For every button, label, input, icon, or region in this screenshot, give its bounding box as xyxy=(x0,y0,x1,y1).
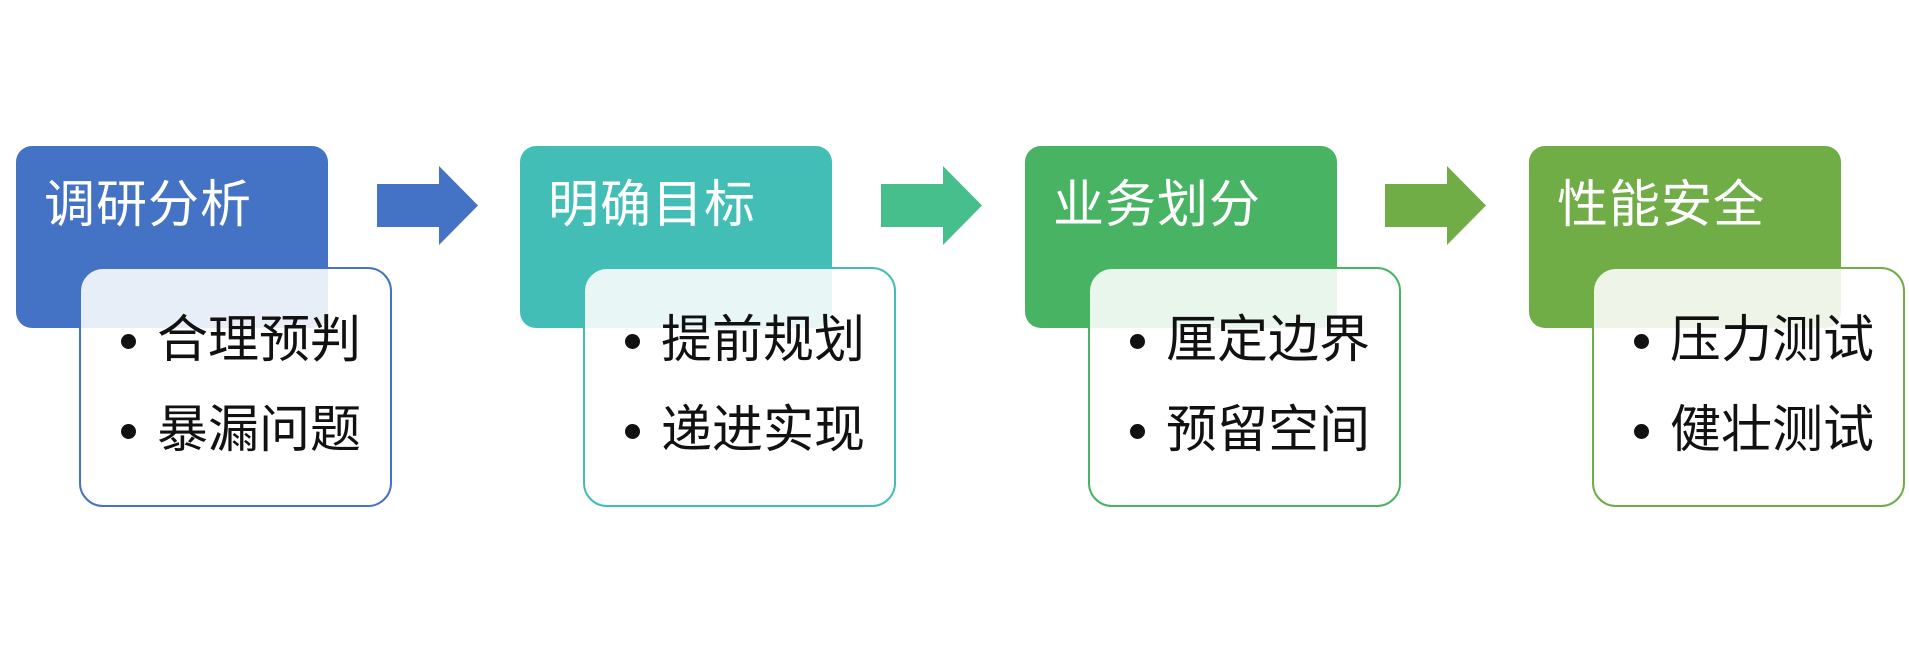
stage-detail-list: 提前规划 递进实现 xyxy=(625,309,865,489)
stage-detail-text: 暴漏问题 xyxy=(157,401,362,460)
stage-detail-box: 压力测试 健壮测试 xyxy=(1592,267,1905,507)
right-arrow-icon xyxy=(881,166,982,245)
stage-detail-item: 压力测试 xyxy=(1634,309,1874,399)
stage-detail-text: 压力测试 xyxy=(1670,311,1875,370)
stage-performance-security: 性能安全 压力测试 健壮测试 xyxy=(1529,146,1909,511)
stage-detail-item: 暴漏问题 xyxy=(121,399,361,489)
stage-detail-item: 健壮测试 xyxy=(1634,399,1874,489)
stage-detail-item: 厘定边界 xyxy=(1130,309,1370,399)
bullet-icon xyxy=(625,334,640,349)
stage-research: 调研分析 合理预判 暴漏问题 xyxy=(16,146,736,511)
stage-detail-list: 合理预判 暴漏问题 xyxy=(121,309,361,489)
stage-detail-text: 厘定边界 xyxy=(1166,311,1371,370)
bullet-icon xyxy=(1130,334,1145,349)
stage-detail-item: 预留空间 xyxy=(1130,399,1370,489)
right-arrow-icon xyxy=(377,166,478,245)
stage-detail-list: 厘定边界 预留空间 xyxy=(1130,309,1370,489)
stage-detail-text: 提前规划 xyxy=(661,311,866,370)
bullet-icon xyxy=(625,424,640,439)
right-arrow-icon xyxy=(1385,166,1486,245)
bullet-icon xyxy=(1634,334,1649,349)
stage-detail-text: 健壮测试 xyxy=(1670,401,1875,460)
bullet-icon xyxy=(1130,424,1145,439)
stage-detail-box: 合理预判 暴漏问题 xyxy=(79,267,392,507)
stage-detail-item: 提前规划 xyxy=(625,309,865,399)
stage-detail-item: 递进实现 xyxy=(625,399,865,489)
stage-detail-box: 提前规划 递进实现 xyxy=(583,267,896,507)
stage-detail-box: 厘定边界 预留空间 xyxy=(1088,267,1401,507)
bullet-icon xyxy=(121,334,136,349)
stage-detail-text: 预留空间 xyxy=(1166,401,1371,460)
stage-detail-text: 合理预判 xyxy=(157,311,362,370)
stage-detail-list: 压力测试 健壮测试 xyxy=(1634,309,1874,489)
stage-title: 明确目标 xyxy=(548,176,757,235)
stage-define-goals: 明确目标 提前规划 递进实现 xyxy=(520,146,1240,511)
stage-title: 业务划分 xyxy=(1053,176,1262,235)
bullet-icon xyxy=(121,424,136,439)
stage-detail-item: 合理预判 xyxy=(121,309,361,399)
bullet-icon xyxy=(1634,424,1649,439)
stage-business-division: 业务划分 厘定边界 预留空间 xyxy=(1025,146,1745,511)
stage-detail-text: 递进实现 xyxy=(661,401,866,460)
stage-title: 调研分析 xyxy=(44,176,253,235)
stage-title: 性能安全 xyxy=(1557,176,1766,235)
